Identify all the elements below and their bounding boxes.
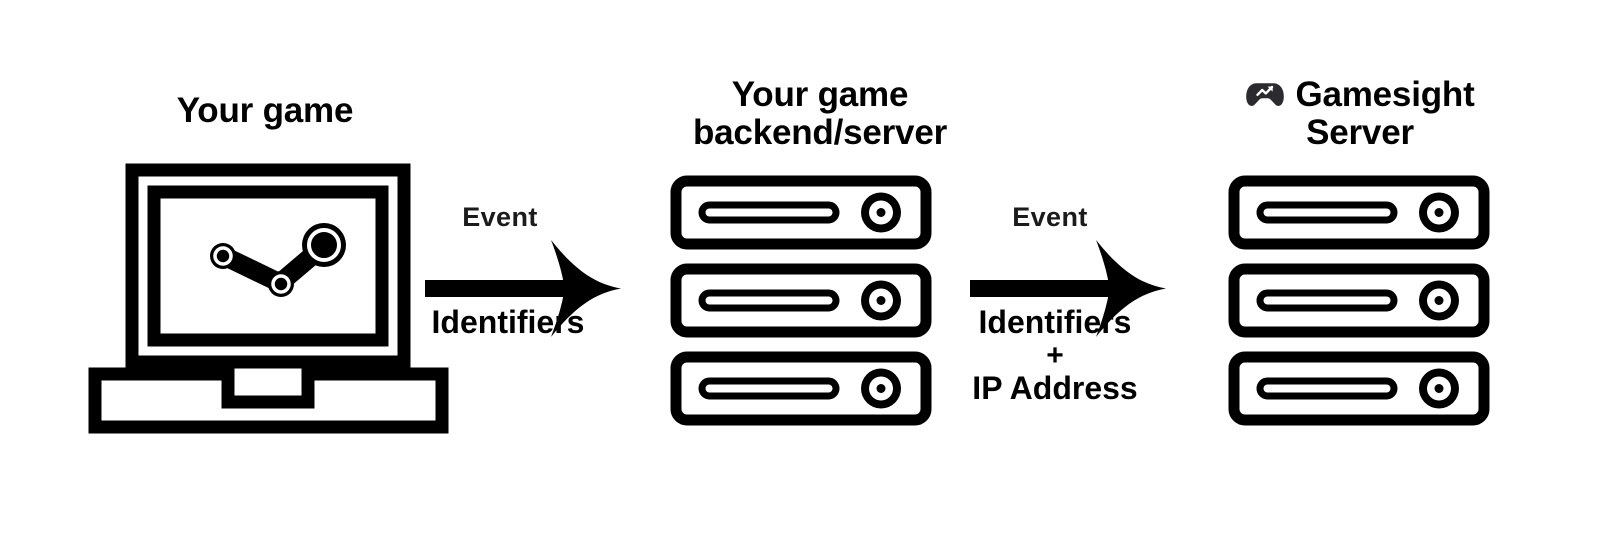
arrow2-event-label: Event <box>1012 202 1088 232</box>
arrow2-plus-symbol: + <box>1046 338 1064 372</box>
server-unit <box>1228 175 1490 250</box>
gamesight-title-line-2: Server <box>1306 112 1414 152</box>
backend-title: Your game backend/server <box>620 76 1020 152</box>
server-unit <box>1228 263 1490 338</box>
arrow2-sub-label: Identifiers + IP Address <box>930 304 1180 407</box>
steam-logo-icon <box>210 223 346 297</box>
server-unit <box>1228 351 1490 426</box>
arrow1-sub-label: Identifiers <box>398 304 618 341</box>
arrow2-sub-line-1: Identifiers <box>978 304 1132 340</box>
arrow-client-to-backend <box>425 240 625 345</box>
backend-server-rack-icon <box>670 175 945 426</box>
client-title: Your game <box>80 92 450 130</box>
backend-title-line-2: backend/server <box>692 112 948 152</box>
gamesight-server-rack-icon <box>1228 175 1503 426</box>
arrow2-sub-line-2: IP Address <box>972 369 1138 406</box>
arrow-backend-to-gamesight <box>970 240 1170 345</box>
client-monitor-icon <box>88 163 450 434</box>
gamesight-title: Gamesight Server <box>1150 76 1570 152</box>
arrow1-sub-line-1: Identifiers <box>431 304 585 340</box>
backend-title-line-1: Your game <box>731 75 909 114</box>
arrow1-event-label: Event <box>462 202 538 232</box>
server-unit <box>670 175 932 250</box>
client-title-line-1: Your game <box>176 91 354 130</box>
server-unit <box>670 351 932 426</box>
gamesight-title-line-1-row: Gamesight <box>1150 76 1570 114</box>
gamesight-title-line-1: Gamesight <box>1295 75 1475 114</box>
server-unit <box>670 263 932 338</box>
gamesight-gamepad-logo-icon <box>1245 81 1285 109</box>
